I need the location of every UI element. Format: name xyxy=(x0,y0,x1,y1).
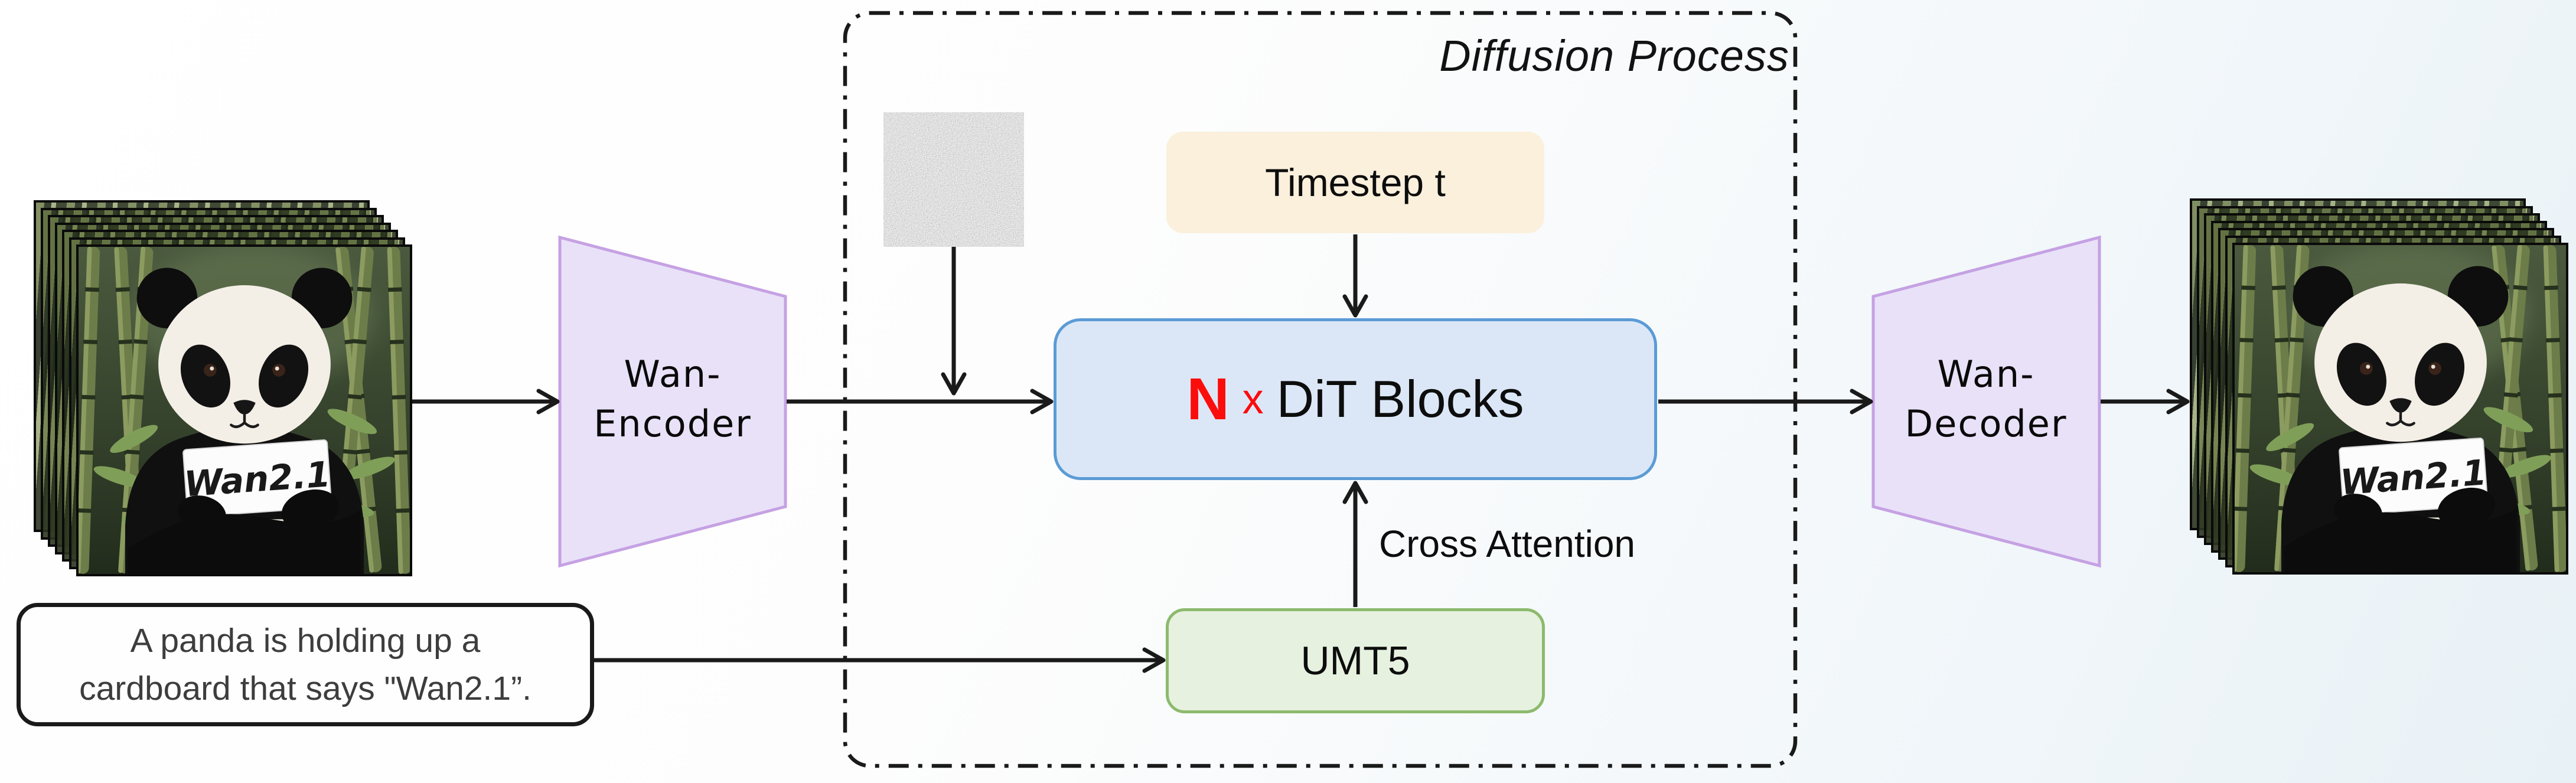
prompt-line-1: A panda is holding up a xyxy=(130,621,481,660)
prompt-line-2: cardboard that says "Wan2.1”. xyxy=(79,669,531,707)
wan-decoder-label: Wan- Decoder xyxy=(1886,350,2086,448)
wan-decoder-trapezoid xyxy=(1871,235,2101,568)
panda-video-frame xyxy=(2232,243,2568,575)
wan-encoder-line2: Encoder xyxy=(594,402,752,445)
timestep-box: Timestep t xyxy=(1166,132,1544,233)
dit-n: N xyxy=(1186,366,1230,432)
wan-encoder-line1: Wan- xyxy=(624,353,722,396)
wan-decoder-line2: Decoder xyxy=(1905,402,2068,445)
dit-label: DiT Blocks xyxy=(1276,370,1524,428)
text-prompt-box: A panda is holding up a cardboard that s… xyxy=(17,603,594,726)
dit-blocks-box: N x DiT Blocks xyxy=(1054,318,1657,480)
wan-decoder-line1: Wan- xyxy=(1937,353,2035,396)
panda-video-frame xyxy=(76,244,412,576)
timestep-label: Timestep t xyxy=(1265,161,1446,204)
output-video-frame-stack xyxy=(2190,198,2568,575)
umt5-box: UMT5 xyxy=(1166,608,1545,713)
diffusion-process-box xyxy=(843,11,1798,768)
dit-times: x xyxy=(1242,376,1264,423)
wan-encoder-label: Wan- Encoder xyxy=(572,350,773,448)
noise-image xyxy=(883,112,1024,247)
wan-encoder-trapezoid xyxy=(558,235,787,568)
cross-attention-label: Cross Attention xyxy=(1379,523,1635,565)
umt5-label: UMT5 xyxy=(1300,638,1410,683)
diffusion-process-title: Diffusion Process xyxy=(1439,31,1789,80)
input-video-frame-stack xyxy=(34,200,412,576)
